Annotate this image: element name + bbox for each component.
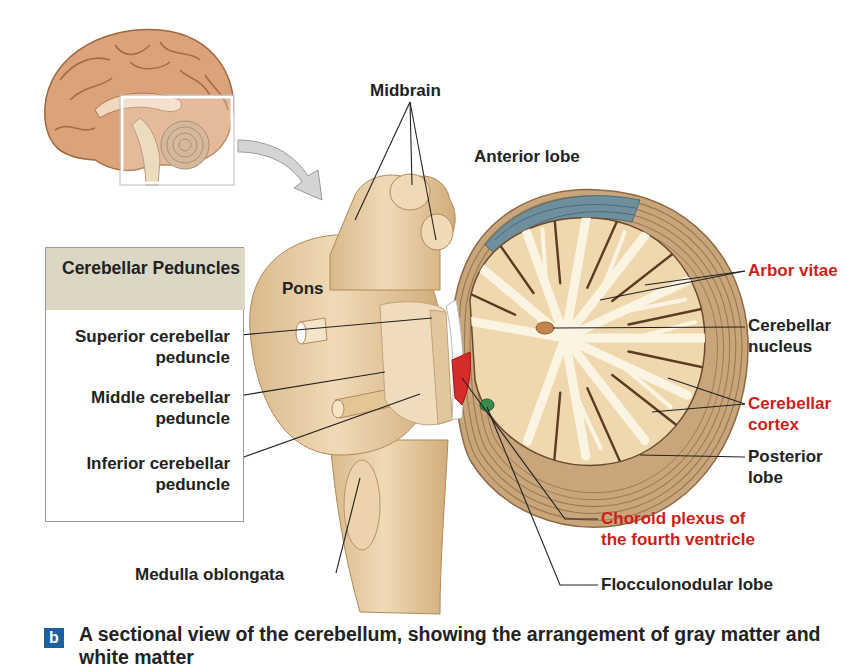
part-label: Posterior lobe [748, 446, 838, 488]
part-label: Cerebellar cortex [748, 393, 858, 435]
part-label: Anterior lobe [474, 146, 580, 167]
legend-box: Cerebellar PedunclesSuperior cerebellar … [45, 247, 244, 522]
panel-letter: b [44, 628, 64, 648]
part-label: Midbrain [370, 80, 441, 101]
part-label: Arbor vitae [748, 260, 838, 281]
cerebellum [446, 189, 748, 527]
part-label: Medulla oblongata [135, 564, 284, 585]
peduncle-label: Superior cerebellar peduncle [64, 326, 230, 368]
part-label: Choroid plexus of the fourth ventricle [601, 508, 766, 550]
figure-caption: A sectional view of the cerebellum, show… [79, 623, 824, 669]
part-label: Flocculonodular lobe [601, 574, 773, 595]
peduncle-label: Inferior cerebellar peduncle [64, 453, 230, 495]
view-arrow [238, 140, 322, 200]
peduncle-label: Middle cerebellar peduncle [64, 387, 230, 429]
brainstem [250, 174, 456, 614]
part-label: Cerebellar nucleus [748, 315, 858, 357]
part-label: Pons [282, 278, 324, 299]
box-heading: Cerebellar Peduncles [46, 248, 245, 310]
thumbnail-brain [45, 30, 234, 185]
